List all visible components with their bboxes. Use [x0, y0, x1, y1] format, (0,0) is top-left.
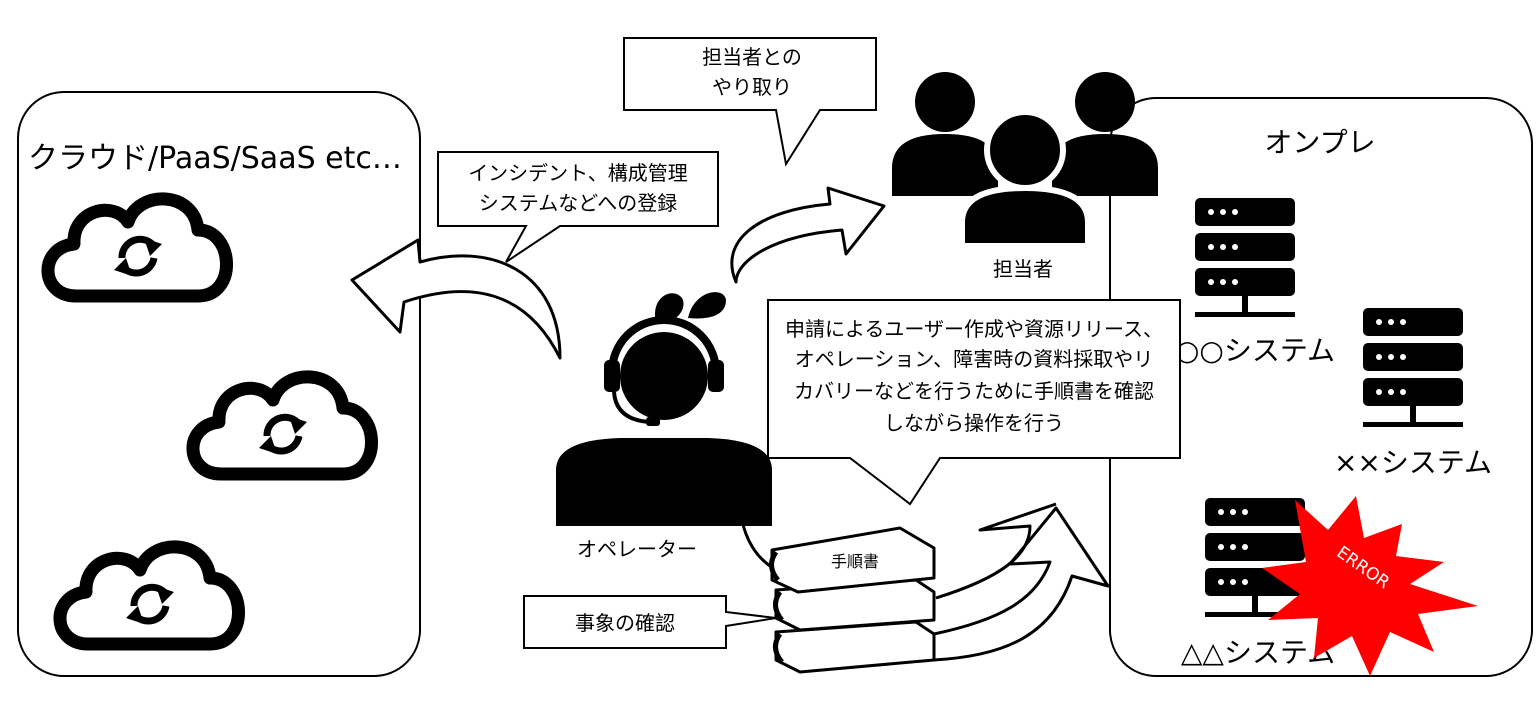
curved-arrow-icon-to-onprem-upper — [935, 502, 1057, 600]
callout-operations-line-2: オペレーション、障害時の資料採取やリ — [795, 347, 1153, 371]
callout-operations: 申請によるユーザー作成や資源リリース、 オペレーション、障害時の資料採取やリ カ… — [767, 299, 1181, 506]
onprem-panel-title: オンプレ — [1264, 126, 1375, 159]
callout-confirm: 事象の確認 — [523, 595, 777, 649]
cloud-panel-title: クラウド/PaaS/SaaS etc… — [28, 141, 402, 176]
curved-arrow-icon-to-cloud — [350, 238, 562, 360]
headset-operator-icon — [556, 292, 772, 526]
operator-label: オペレーター — [577, 537, 697, 561]
system-label-cross: ××システム — [1334, 446, 1492, 479]
curved-arrow-icon-to-onprem-lower — [932, 506, 1110, 662]
error-burst-icon: ERROR — [1262, 496, 1478, 676]
system-label-triangle: △△システム — [1181, 636, 1335, 669]
connector-line — [740, 519, 771, 568]
people-group-icon — [892, 72, 1158, 249]
book-stack-icon — [769, 526, 936, 674]
callout-confirm-text: 事象の確認 — [575, 611, 675, 635]
callout-operations-line-1: 申請によるユーザー作成や資源リリース、 — [785, 317, 1163, 341]
callout-operations-line-3: カバリーなどを行うために手順書を確認 — [794, 379, 1154, 403]
callout-registration-line-1: インシデント、構成管理 — [468, 161, 688, 185]
callout-contact-line-1: 担当者との — [702, 45, 802, 69]
callout-contact: 担当者との やり取り — [623, 37, 877, 167]
staff-label: 担当者 — [993, 257, 1053, 281]
manual-label: 手順書 — [831, 552, 879, 571]
callout-registration: インシデント、構成管理 システムなどへの登録 — [437, 151, 719, 263]
callout-registration-line-2: システムなどへの登録 — [479, 191, 677, 215]
callout-operations-line-4: しながら操作を行う — [884, 411, 1064, 435]
callout-contact-line-2: やり取り — [712, 75, 792, 99]
system-label-circle: ○○システム — [1175, 334, 1335, 367]
curved-arrow-icon-to-staff — [730, 186, 886, 284]
